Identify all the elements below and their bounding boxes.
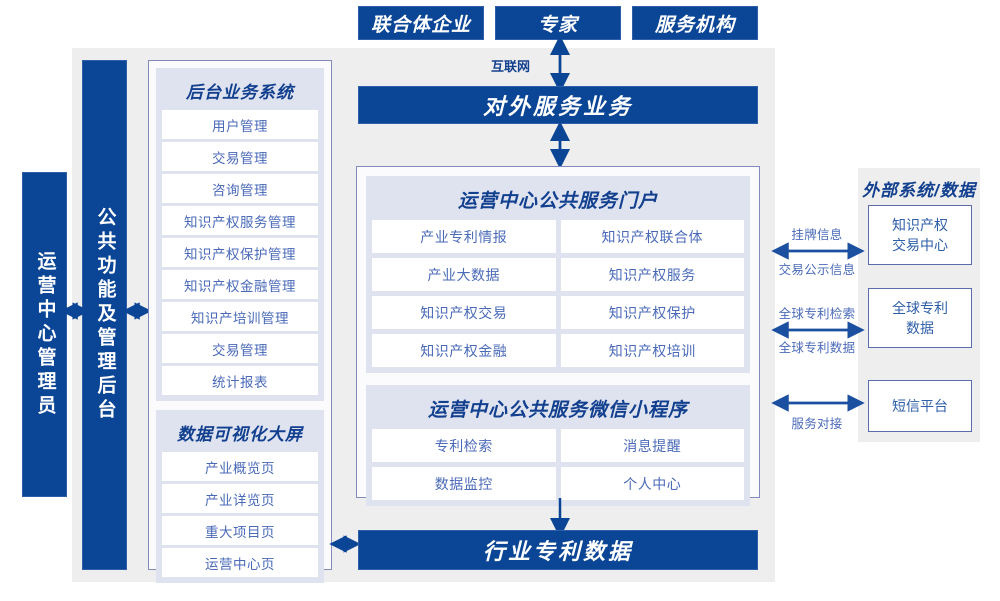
actor-box-consortium[interactable]: 联合体企业 xyxy=(358,6,484,40)
data-visualization-title: 数据可视化大屏 xyxy=(177,425,303,444)
mini-item-data-monitor[interactable]: 数据监控 xyxy=(372,467,556,500)
mini-item-patent-search[interactable]: 专利检索 xyxy=(372,429,556,462)
viz-item-major-projects[interactable]: 重大项目页 xyxy=(162,516,318,545)
internet-arrow xyxy=(550,35,570,93)
center-panel: 运营中心公共服务门户 产业专利情报 知识产权联合体 产业大数据 知识产权服务 知… xyxy=(356,166,760,506)
backend-item-ip-training-mgmt[interactable]: 知识产培训管理 xyxy=(162,302,318,331)
viz-item-industry-detail[interactable]: 产业详览页 xyxy=(162,484,318,513)
external-box-sms-platform-label: 短信平台 xyxy=(892,397,948,414)
external-systems-title: 外部系统/数据 xyxy=(862,181,976,200)
actor-box-service-org[interactable]: 服务机构 xyxy=(632,6,758,40)
operator-bar-label: 运营中心管理员 xyxy=(34,250,56,419)
mini-item-message-alert[interactable]: 消息提醒 xyxy=(560,429,744,462)
backend-panel: 后台业务系统 用户管理 交易管理 咨询管理 知识产权服务管理 知识产权保护管理 … xyxy=(148,60,332,583)
connector-arrow-sms xyxy=(771,394,865,412)
backend-item-trade-mgmt-2[interactable]: 交易管理 xyxy=(162,334,318,363)
portal-item-ip-finance[interactable]: 知识产权金融 xyxy=(372,334,556,367)
wechat-miniprogram-group: 运营中心公共服务微信小程序 专利检索 消息提醒 数据监控 个人中心 xyxy=(366,385,750,506)
backend-item-trade-mgmt[interactable]: 交易管理 xyxy=(162,142,318,171)
operator-to-common-arrow xyxy=(60,302,90,320)
external-box-sms-platform[interactable]: 短信平台 xyxy=(868,380,972,432)
public-service-portal-title: 运营中心公共服务门户 xyxy=(457,191,658,212)
common-to-backend-arrow xyxy=(122,302,152,320)
connector-arrow-global-patent xyxy=(771,321,865,339)
industry-patent-data-banner[interactable]: 行业专利数据 xyxy=(358,530,758,570)
backend-business-system-group: 后台业务系统 用户管理 交易管理 咨询管理 知识产权服务管理 知识产权保护管理 … xyxy=(156,68,324,401)
viz-item-industry-overview[interactable]: 产业概览页 xyxy=(162,452,318,481)
connector-label-listing-info: 挂牌信息 xyxy=(791,228,843,242)
connector-arrow-ip-trading xyxy=(771,242,865,260)
common-function-bar[interactable]: 公共功能及管理后台 xyxy=(82,60,127,570)
public-service-portal-group: 运营中心公共服务门户 产业专利情报 知识产权联合体 产业大数据 知识产权服务 知… xyxy=(366,176,750,373)
portal-item-ip-protection[interactable]: 知识产权保护 xyxy=(560,296,744,329)
portal-item-ip-consortium[interactable]: 知识产权联合体 xyxy=(560,220,744,253)
connector-label-global-patent-search: 全球专利检索 xyxy=(778,307,856,321)
connector-label-global-patent-data: 全球专利数据 xyxy=(778,341,856,355)
wechat-miniprogram-title: 运营中心公共服务微信小程序 xyxy=(427,400,688,421)
portal-item-industry-bigdata[interactable]: 产业大数据 xyxy=(372,258,556,291)
external-service-banner[interactable]: 对外服务业务 xyxy=(358,86,758,124)
backend-to-industry-data-arrow xyxy=(329,535,361,553)
backend-item-ip-finance-mgmt[interactable]: 知识产权金融管理 xyxy=(162,270,318,299)
banner-to-portal-arrow xyxy=(550,121,570,169)
backend-item-ip-protection-mgmt[interactable]: 知识产权保护管理 xyxy=(162,238,318,267)
backend-item-user-mgmt[interactable]: 用户管理 xyxy=(162,110,318,139)
backend-item-consult-mgmt[interactable]: 咨询管理 xyxy=(162,174,318,203)
actor-box-expert[interactable]: 专家 xyxy=(495,6,621,40)
common-function-bar-label: 公共功能及管理后台 xyxy=(94,207,116,423)
backend-item-ip-service-mgmt[interactable]: 知识产权服务管理 xyxy=(162,206,318,235)
external-box-ip-trading-center-label: 知识产权 交易中心 xyxy=(892,216,948,253)
portal-item-patent-intel[interactable]: 产业专利情报 xyxy=(372,220,556,253)
operator-bar[interactable]: 运营中心管理员 xyxy=(22,172,67,497)
internet-label: 互联网 xyxy=(490,59,530,74)
backend-item-statistics-report[interactable]: 统计报表 xyxy=(162,366,318,395)
connector-label-trade-public-info: 交易公示信息 xyxy=(778,263,856,277)
connector-label-service-docking: 服务对接 xyxy=(791,417,843,431)
external-box-global-patent-data-label: 全球专利 数据 xyxy=(892,299,948,336)
external-box-ip-trading-center[interactable]: 知识产权 交易中心 xyxy=(868,205,972,265)
external-box-global-patent-data[interactable]: 全球专利 数据 xyxy=(868,288,972,348)
portal-to-industry-data-arrow xyxy=(550,498,570,538)
backend-business-system-title: 后台业务系统 xyxy=(186,83,294,102)
data-visualization-group: 数据可视化大屏 产业概览页 产业详览页 重大项目页 运营中心页 xyxy=(156,410,324,583)
portal-item-ip-training[interactable]: 知识产权培训 xyxy=(560,334,744,367)
mini-item-personal-center[interactable]: 个人中心 xyxy=(560,467,744,500)
portal-item-grid: 产业专利情报 知识产权联合体 产业大数据 知识产权服务 知识产权交易 知识产权保… xyxy=(372,220,744,367)
portal-item-ip-trade[interactable]: 知识产权交易 xyxy=(372,296,556,329)
miniprogram-item-grid: 专利检索 消息提醒 数据监控 个人中心 xyxy=(372,429,744,500)
viz-item-operation-center[interactable]: 运营中心页 xyxy=(162,548,318,577)
portal-item-ip-service[interactable]: 知识产权服务 xyxy=(560,258,744,291)
